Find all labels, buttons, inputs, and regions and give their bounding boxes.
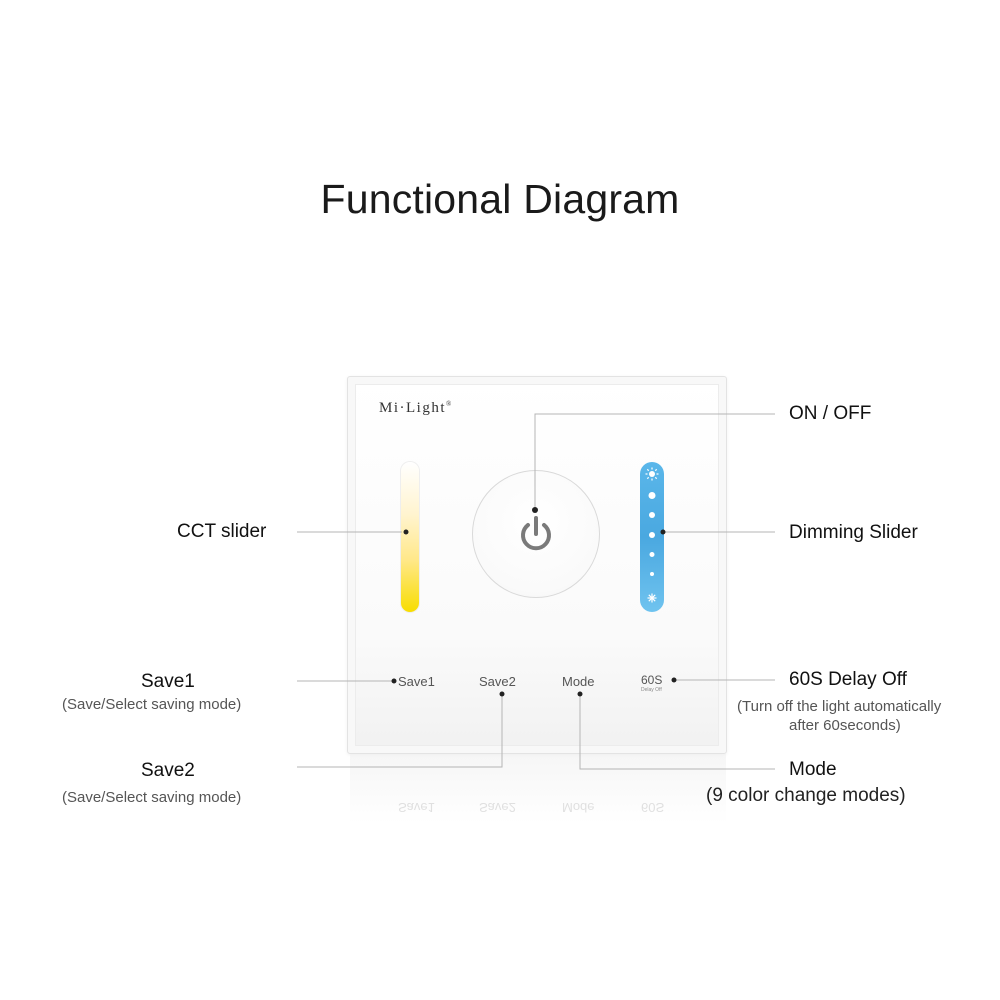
diagram-title: Functional Diagram (320, 176, 680, 222)
callout-on-off: ON / OFF (789, 403, 872, 424)
callout-mode-desc: (9 color change modes) (706, 785, 906, 806)
brand-logo: Mi·Light® (379, 400, 452, 416)
brightness-dot-icon (649, 532, 655, 538)
brightness-dot-icon (650, 572, 654, 576)
dimming-slider[interactable] (640, 462, 664, 612)
callout-mode-label: Mode (789, 759, 837, 780)
brightness-dot-icon (649, 552, 655, 557)
callout-delay-label: 60S Delay Off (789, 669, 907, 690)
power-icon (521, 516, 551, 551)
brightness-dot-icon (648, 492, 656, 499)
dim-icon (647, 593, 657, 603)
sun-icon (645, 467, 659, 481)
mode-button[interactable]: Mode (562, 674, 595, 689)
callout-delay-desc1: (Turn off the light automatically (737, 698, 942, 715)
callout-save2-label: Save2 (141, 760, 195, 781)
reflection-delay: 60S (641, 800, 665, 815)
callout-cct-slider: CCT slider (177, 521, 267, 542)
callout-save2-desc: (Save/Select saving mode) (62, 789, 242, 806)
save2-button[interactable]: Save2 (479, 674, 516, 689)
callout-save1-desc: (Save/Select saving mode) (62, 696, 242, 713)
callout-dimming-slider: Dimming Slider (789, 522, 918, 543)
cct-slider[interactable] (401, 462, 419, 612)
save1-button[interactable]: Save1 (398, 674, 435, 689)
reflection-mode: Mode (562, 800, 595, 815)
delay-off-button[interactable]: 60S (641, 673, 663, 687)
reflection-save1: Save1 (398, 800, 435, 815)
brightness-dot-icon (649, 512, 655, 518)
delay-off-sublabel: Delay Off (641, 687, 662, 693)
callout-delay-desc2: after 60seconds) (789, 717, 901, 734)
reflection-save2: Save2 (479, 800, 516, 815)
callout-save1-label: Save1 (141, 671, 195, 692)
